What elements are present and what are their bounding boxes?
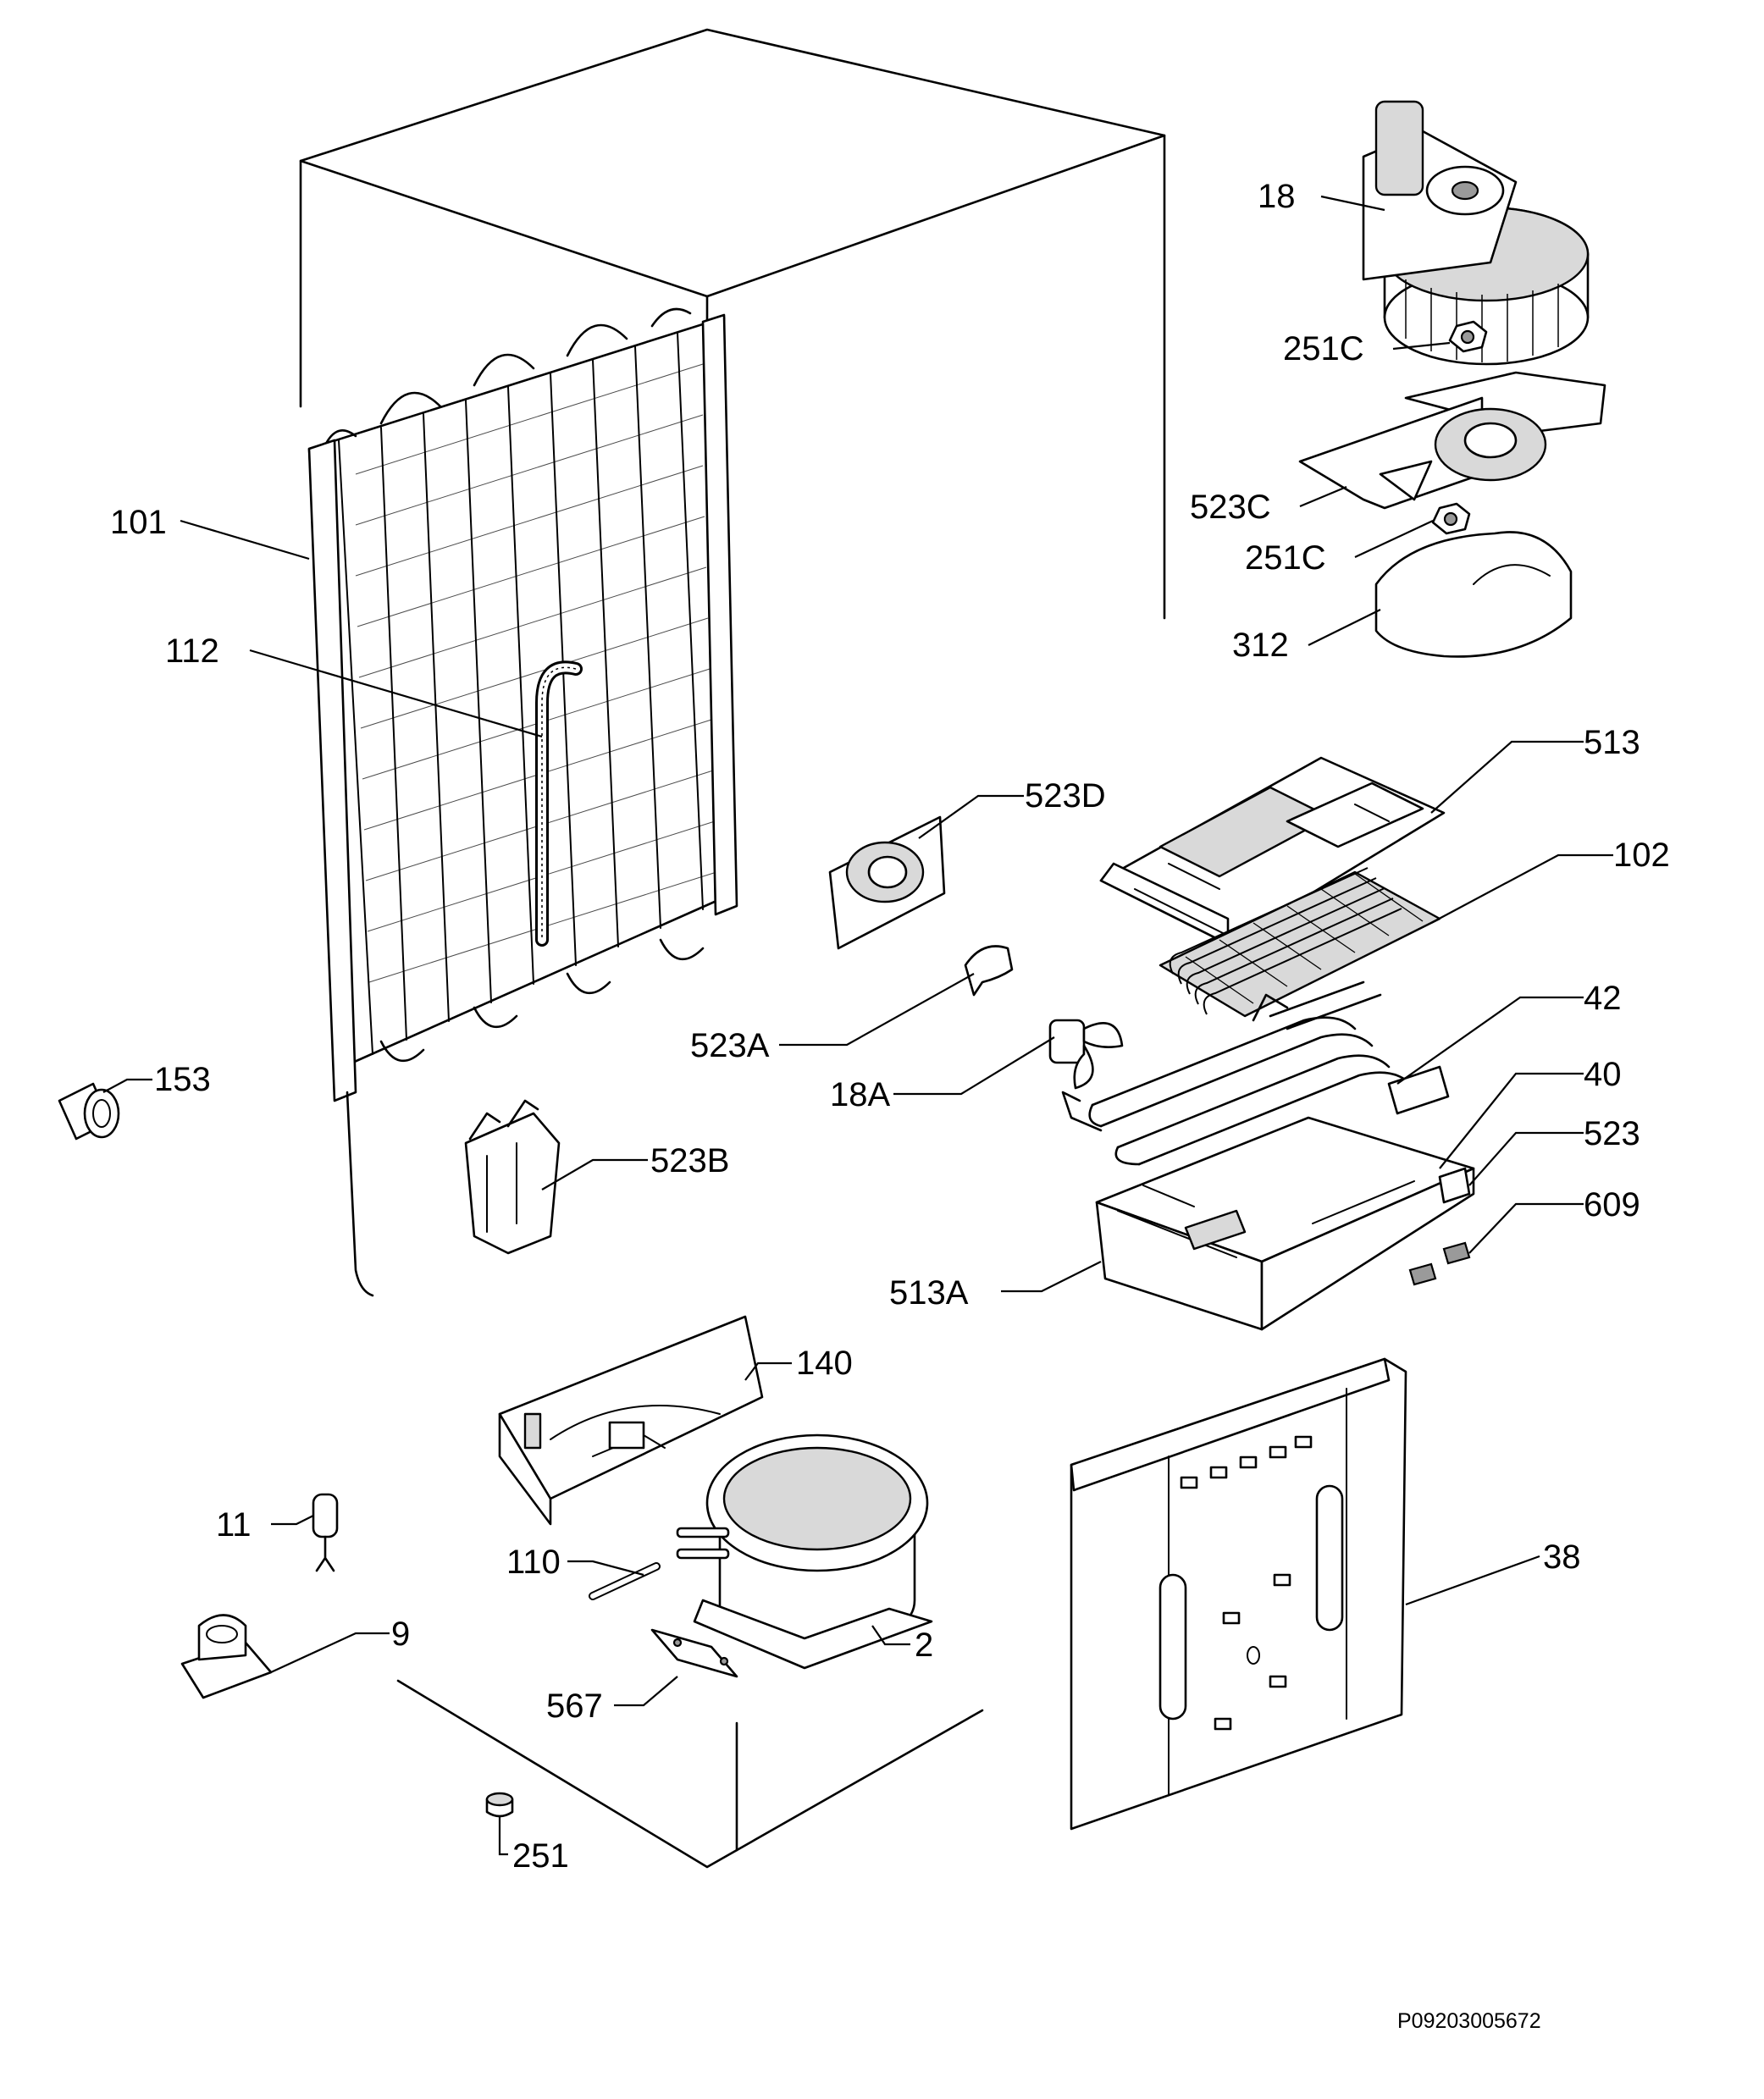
nut-251: [485, 1792, 514, 1818]
callout-251: 251: [512, 1837, 569, 1875]
callout-251c-top: 251C: [1283, 330, 1364, 367]
nut-251c-bottom: [1431, 502, 1471, 535]
callout-609: 609: [1584, 1186, 1640, 1223]
fan-cover-523c: [1298, 371, 1606, 510]
callout-9: 9: [391, 1616, 410, 1653]
condenser-101: [307, 307, 738, 1297]
clamp-9: [180, 1614, 273, 1699]
callout-40: 40: [1584, 1056, 1622, 1093]
part-153: [58, 1082, 120, 1141]
reference-code: P09203005672: [1397, 2009, 1541, 2033]
nut-251c-top: [1448, 320, 1488, 353]
callout-102: 102: [1613, 837, 1670, 874]
callout-38: 38: [1543, 1538, 1581, 1576]
callout-2: 2: [915, 1627, 933, 1664]
callout-523a: 523A: [690, 1027, 770, 1064]
clip-523a: [964, 945, 1014, 997]
relay-11: [312, 1493, 339, 1572]
bracket-523d: [828, 815, 946, 950]
bracket-523b: [464, 1099, 561, 1255]
callout-523b: 523B: [650, 1142, 729, 1179]
blocks-609: [1408, 1241, 1471, 1286]
callout-18a: 18A: [830, 1076, 890, 1113]
callout-18: 18: [1258, 178, 1296, 215]
pin-110: [589, 1562, 661, 1600]
callout-112: 112: [165, 632, 219, 670]
callout-567: 567: [546, 1687, 603, 1725]
drip-tray-40: [1095, 1116, 1475, 1331]
callout-251c-bottom: 251C: [1245, 539, 1326, 577]
heater-42: [1061, 993, 1450, 1166]
duct-312: [1374, 531, 1573, 658]
evaporator-cover-513: [1099, 756, 1446, 946]
callout-140: 140: [796, 1345, 853, 1382]
back-panel-38: [1070, 1357, 1407, 1831]
callout-312: 312: [1232, 627, 1289, 664]
callout-110: 110: [506, 1544, 561, 1581]
plate-567: [650, 1628, 738, 1678]
callout-513a: 513A: [889, 1274, 969, 1312]
fan-motor-18: [1362, 100, 1590, 366]
base-tray-140: [498, 1315, 764, 1526]
compressor-2: [676, 1433, 933, 1670]
callout-513: 513: [1584, 724, 1640, 761]
leader-lines: [102, 195, 1613, 1856]
callout-523d: 523D: [1025, 777, 1106, 815]
callout-labels: 18 251C 523C 251C 312 101 112 513 102 52…: [110, 178, 1670, 2033]
callout-523: 523: [1584, 1115, 1640, 1152]
callout-523c: 523C: [1190, 489, 1271, 526]
fan-18a: [1048, 1019, 1124, 1090]
callout-42: 42: [1584, 980, 1622, 1017]
callout-101: 101: [110, 504, 167, 541]
callout-153: 153: [154, 1061, 211, 1098]
callout-11: 11: [216, 1506, 252, 1544]
